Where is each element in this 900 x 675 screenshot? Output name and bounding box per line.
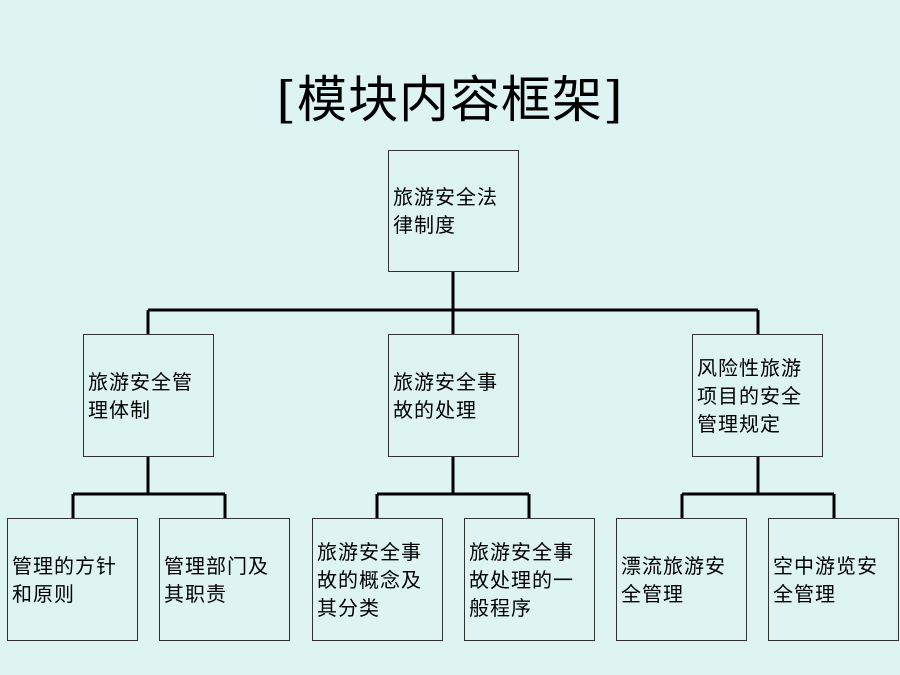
node-rafting: 漂流旅游安全管理 [616,518,747,641]
node-root: 旅游安全法律制度 [388,150,519,272]
node-risk: 风险性旅游项目的安全管理规定 [692,334,823,457]
node-procedure: 旅游安全事故处理的一般程序 [464,518,595,641]
node-concept: 旅游安全事故的概念及其分类 [312,518,443,641]
node-dept: 管理部门及其职责 [159,518,290,641]
node-policy: 管理的方针和原则 [7,518,138,641]
node-mgmt: 旅游安全管理体制 [83,334,214,457]
slide-title: [模块内容框架] [276,71,624,129]
node-aerial: 空中游览安全管理 [768,518,899,641]
node-accident: 旅游安全事故的处理 [388,334,519,457]
